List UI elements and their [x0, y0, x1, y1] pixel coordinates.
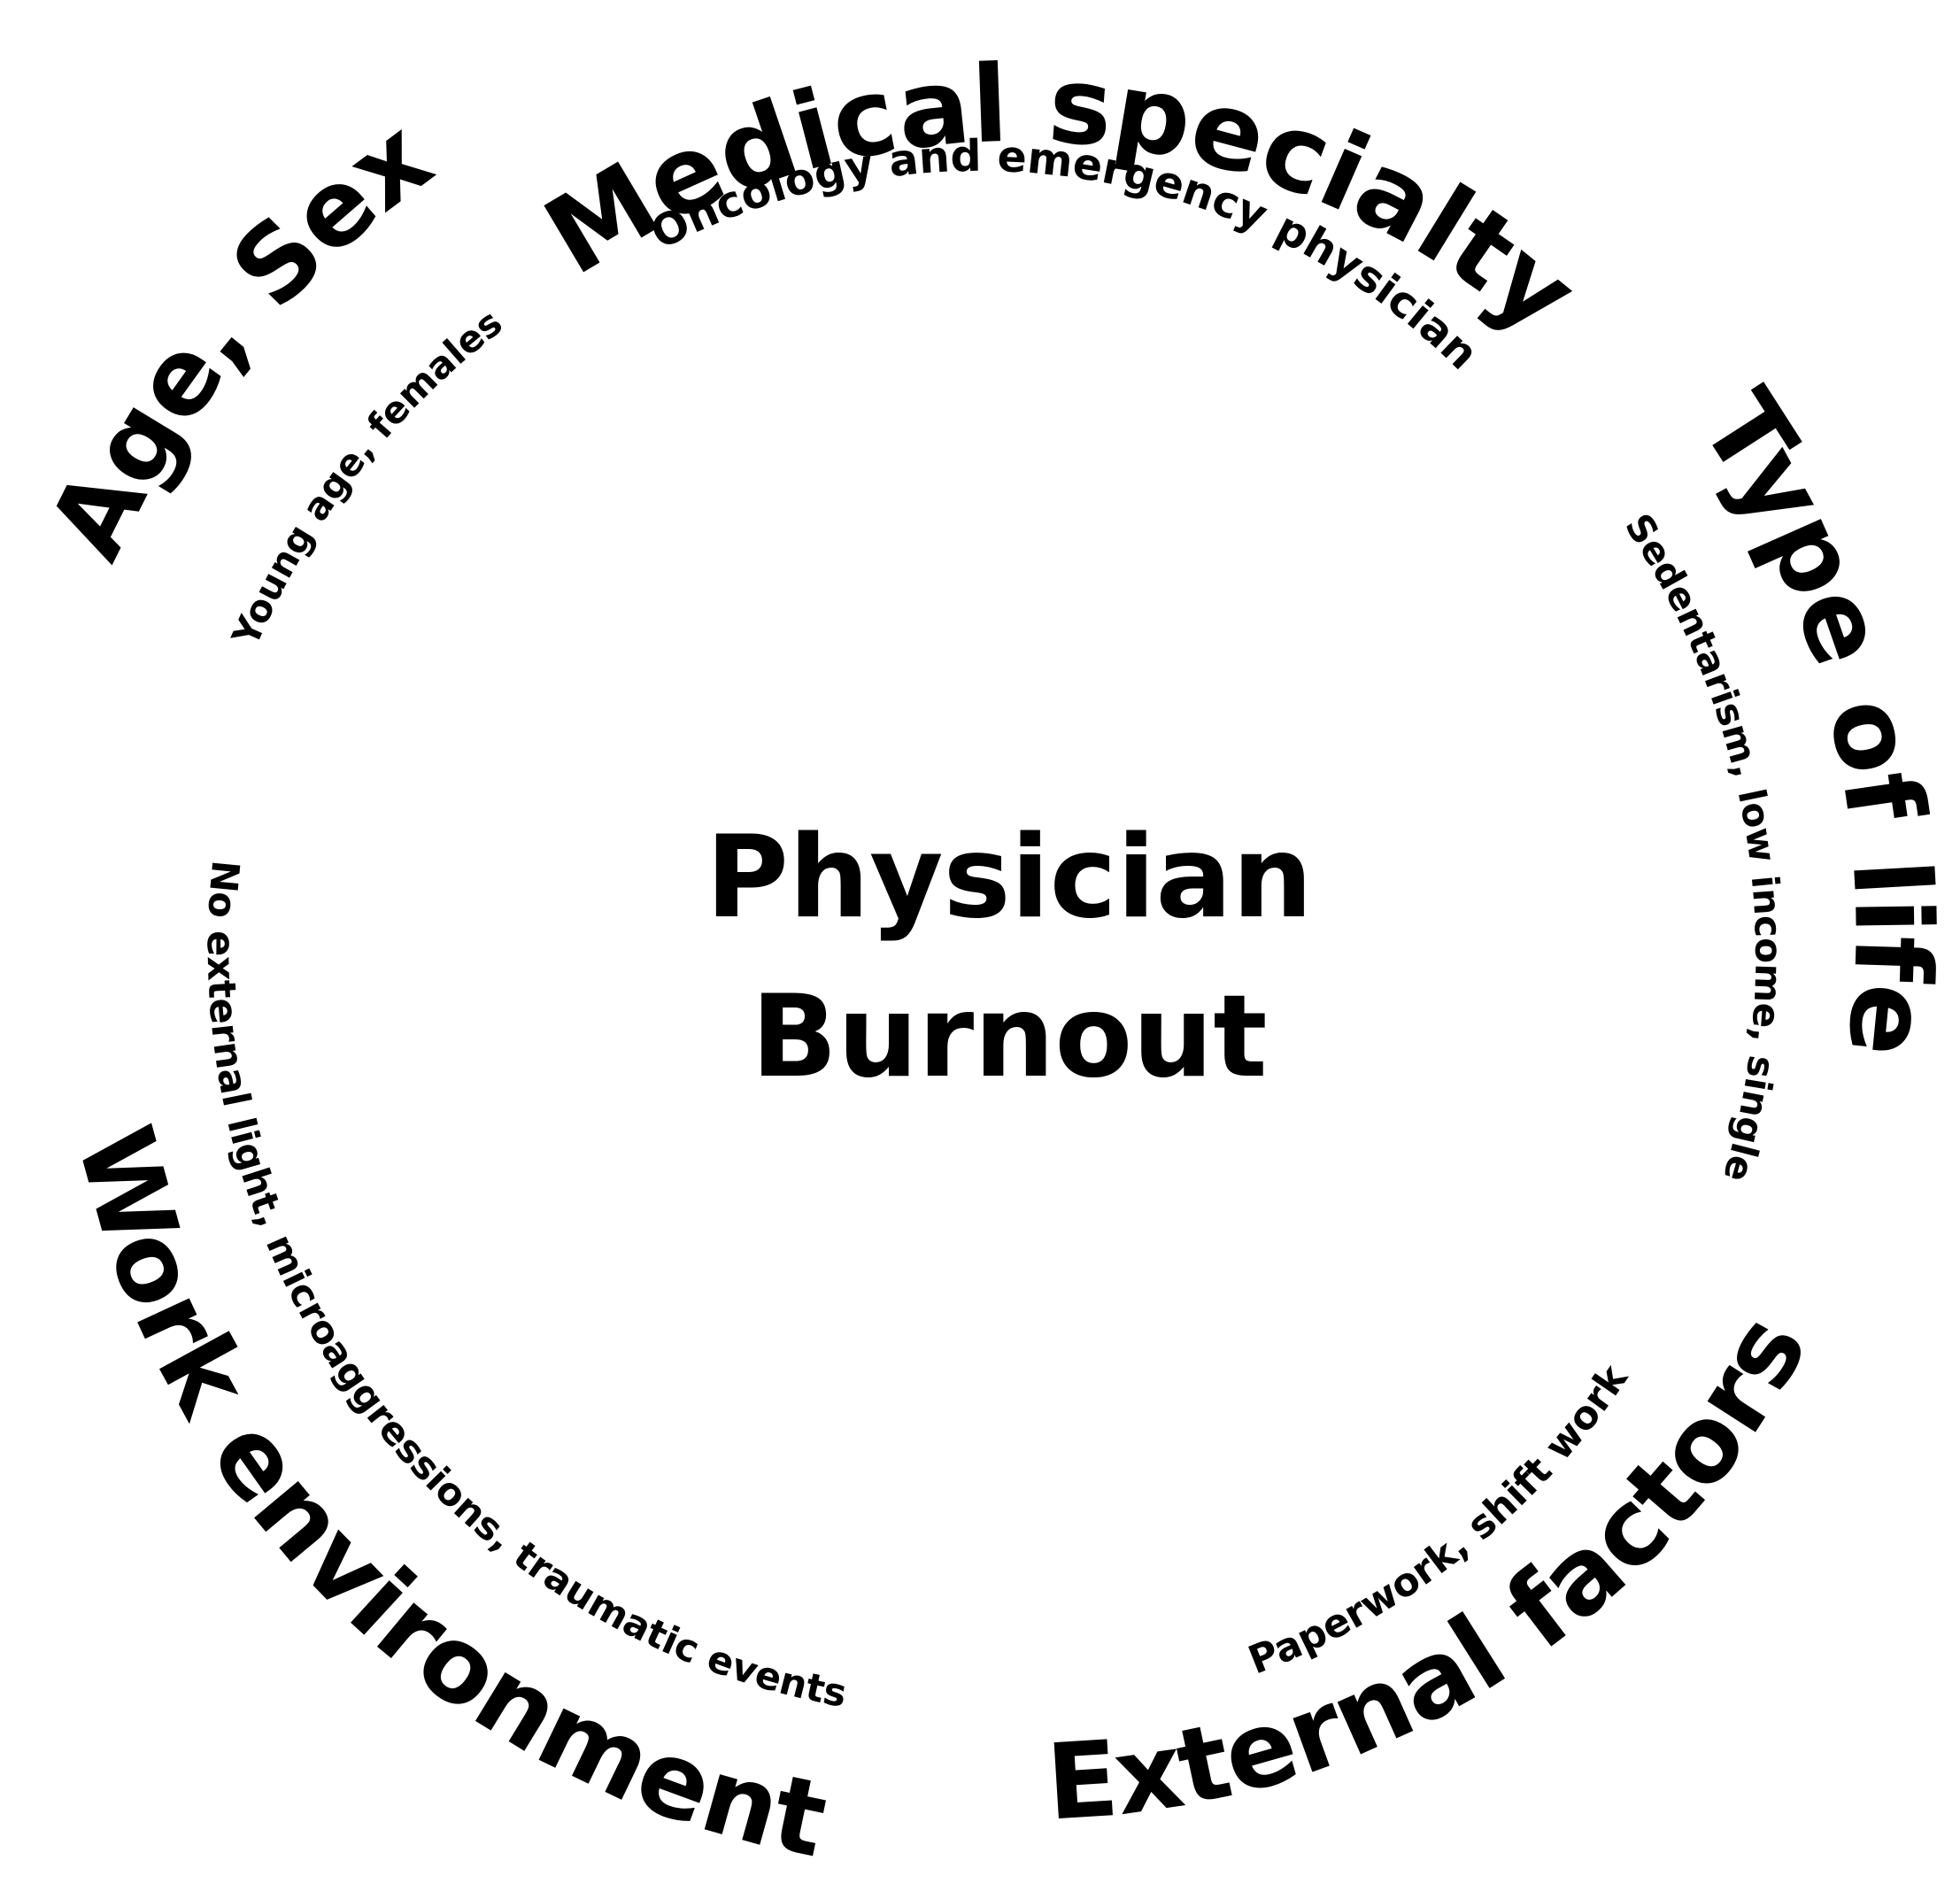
factor-title-age-sex: Age, Sex — [25, 96, 452, 577]
factor-external-factors: External factors Paperwork, shift work — [1043, 1294, 1830, 1843]
factor-age-sex: Age, Sex Young age, females — [25, 96, 511, 653]
center-title-line2: Burnout — [751, 971, 1267, 1103]
factor-work-environment: Work environment No external light, micr… — [53, 859, 850, 1881]
svg-text:Age, Sex: Age, Sex — [25, 96, 452, 577]
factor-type-of-life: Type of life Sedentarism, low income, si… — [1617, 371, 1954, 1187]
center-label: Physician Burnout — [706, 812, 1313, 1103]
svg-text:Sedentarism, low income, singl: Sedentarism, low income, single — [1617, 506, 1790, 1187]
factor-detail-type-of-life: Sedentarism, low income, single — [1617, 506, 1790, 1187]
center-title-line1: Physician — [706, 812, 1313, 944]
